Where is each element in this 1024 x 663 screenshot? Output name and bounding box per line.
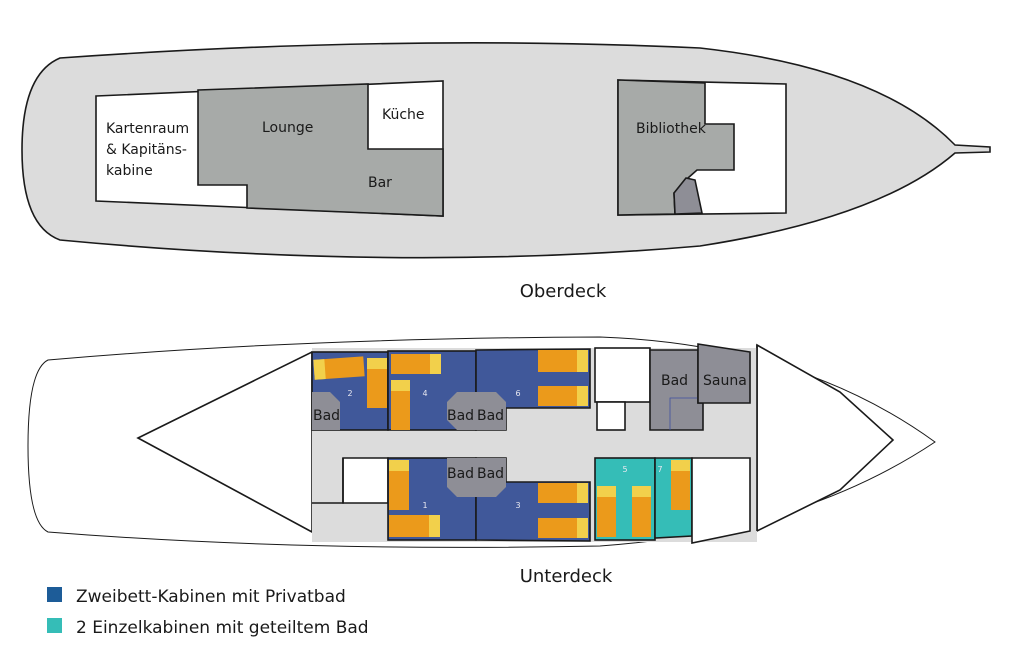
kartenraum-label: Kartenraum	[106, 121, 189, 137]
bath-label-cabin-2: Bad	[313, 408, 340, 424]
legend-swatch-single	[47, 618, 62, 633]
sauna	[697, 343, 751, 404]
kartenraum-label-line2: & Kapitäns-	[106, 142, 187, 158]
lower-bow-inner	[756, 343, 895, 533]
bed	[597, 486, 616, 537]
bath-cabin-6	[476, 392, 506, 430]
unterdeck-title: Unterdeck	[520, 566, 613, 587]
bath-label-cabin-1: Bad	[447, 466, 474, 482]
service-room-small	[596, 401, 626, 431]
shared-bath	[649, 349, 704, 431]
legend-swatch-double	[47, 587, 62, 602]
bed	[538, 483, 588, 503]
bath-label-cabin-3: Bad	[477, 466, 504, 482]
bed	[389, 515, 440, 537]
lounge-label: Lounge	[262, 120, 313, 136]
upper-deck: Kartenraum & Kapitäns- kabine Lounge Küc…	[21, 42, 991, 302]
beds	[313, 350, 690, 538]
service-room	[594, 347, 651, 403]
storage-room	[342, 457, 389, 504]
bath-label-cabin-6: Bad	[477, 408, 504, 424]
bed	[538, 518, 588, 538]
lounge-bar-room	[197, 83, 444, 217]
bed	[538, 386, 588, 406]
bath-cabin-1	[447, 458, 476, 497]
bed	[538, 350, 588, 372]
oberdeck-title: Oberdeck	[520, 281, 607, 302]
bath-label: Bad	[661, 373, 688, 389]
cabin-number-3: 3	[515, 501, 520, 510]
bed	[632, 486, 651, 537]
cabin-number-2: 2	[347, 389, 352, 398]
legend-label-single: 2 Einzelkabinen mit geteiltem Bad	[76, 618, 369, 638]
bar-label: Bar	[368, 175, 392, 191]
sauna-label: Sauna	[703, 373, 747, 389]
cabin-number-7: 7	[657, 465, 662, 474]
bibliothek-label: Bibliothek	[636, 121, 707, 137]
legend-label-double: Zweibett-Kabinen mit Privatbad	[76, 587, 346, 607]
bed	[391, 354, 441, 374]
kartenraum-label-line3: kabine	[106, 163, 153, 179]
bed	[367, 358, 387, 408]
cabin-number-5: 5	[622, 465, 627, 474]
bibliothek-room	[617, 79, 735, 216]
bath-cabin-2	[312, 392, 340, 430]
cabin-number-1: 1	[422, 501, 427, 510]
cabin-number-6: 6	[515, 389, 520, 398]
bath-cabin-4	[447, 392, 476, 430]
bed	[671, 460, 690, 510]
upper-bath	[673, 177, 703, 215]
bath-label-cabin-4: Bad	[447, 408, 474, 424]
aft-room	[691, 457, 751, 544]
cabin-number-4: 4	[422, 389, 427, 398]
bath-cabin-3	[476, 458, 506, 497]
bed	[389, 460, 409, 510]
bed	[391, 380, 410, 430]
lower-deck: Bad Sauna Bad Bad Bad Bad Bad	[27, 336, 936, 587]
legend: Zweibett-Kabinen mit Privatbad 2 Einzelk…	[47, 587, 369, 638]
kueche-label: Küche	[382, 107, 425, 123]
bed	[313, 356, 365, 380]
